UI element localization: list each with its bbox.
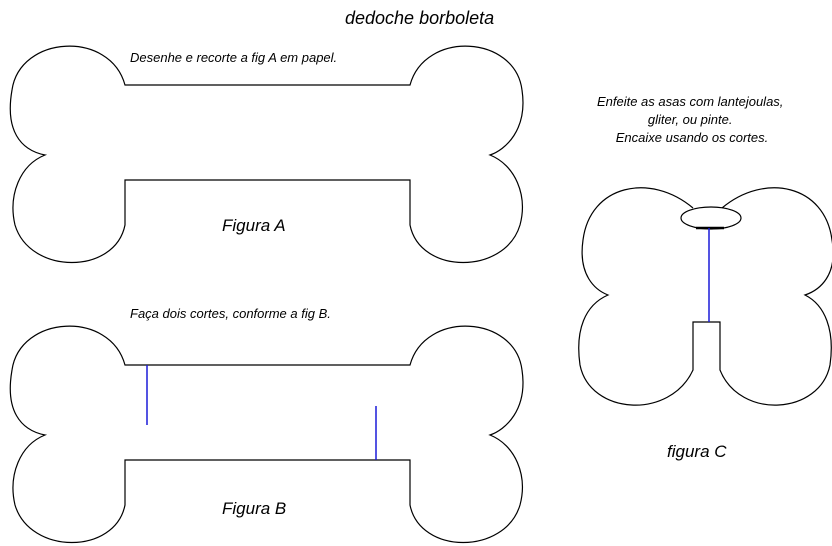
figure-a-caption: Figura A (222, 216, 286, 235)
figure-c-caption: figura C (667, 442, 727, 461)
figure-c-top-ring (680, 206, 742, 230)
figure-c: Enfeite as asas com lantejoulas, gliter,… (578, 94, 832, 461)
figure-c-instruction: Enfeite as asas com lantejoulas, gliter,… (597, 94, 787, 145)
figure-a-bone-outline (9, 45, 524, 264)
page-title: dedoche borboleta (345, 8, 494, 28)
figure-b: Faça dois cortes, conforme a fig B. Figu… (9, 306, 524, 544)
figure-b-caption: Figura B (222, 499, 286, 518)
figure-b-instruction: Faça dois cortes, conforme a fig B. (130, 306, 331, 321)
figure-c-butterfly-outline (578, 187, 832, 406)
figure-c-instruction-line-2: gliter, ou pinte. (648, 112, 733, 127)
figure-c-instruction-line-3: Encaixe usando os cortes. (616, 130, 768, 145)
figure-a-instruction: Desenhe e recorte a fig A em papel. (130, 50, 337, 65)
figure-a: Desenhe e recorte a fig A em papel. Figu… (9, 45, 524, 264)
figure-c-instruction-line-1: Enfeite as asas com lantejoulas, (597, 94, 783, 109)
figure-b-bone-outline (9, 325, 524, 544)
